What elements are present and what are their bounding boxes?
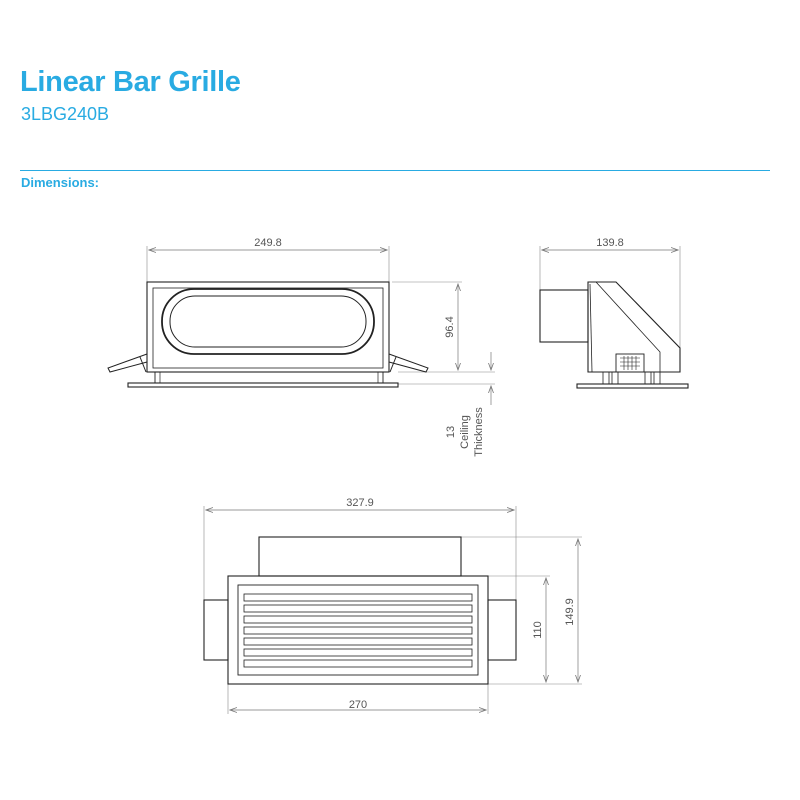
dim-face-height: 110 bbox=[532, 578, 546, 682]
svg-text:Ceiling: Ceiling bbox=[459, 415, 471, 449]
side-spigot bbox=[539, 289, 589, 343]
svg-text:327.9: 327.9 bbox=[346, 497, 374, 509]
svg-text:110: 110 bbox=[532, 621, 544, 639]
svg-text:96.4: 96.4 bbox=[444, 316, 456, 337]
section-heading: Dimensions: bbox=[21, 175, 100, 190]
svg-text:249.8: 249.8 bbox=[254, 237, 282, 249]
header-divider bbox=[20, 170, 770, 171]
svg-text:149.9: 149.9 bbox=[564, 598, 576, 626]
side-body bbox=[587, 281, 681, 373]
dim-face-width: 270 bbox=[230, 699, 486, 711]
page-title: Linear Bar Grille bbox=[20, 66, 241, 98]
grille-bars bbox=[243, 593, 473, 668]
right-clip bbox=[388, 353, 429, 373]
svg-text:Thickness: Thickness bbox=[473, 407, 485, 457]
dim-front-height: 96.4 bbox=[444, 284, 458, 370]
svg-text:13: 13 bbox=[445, 426, 457, 438]
front-flange bbox=[127, 382, 399, 388]
side-flange bbox=[576, 383, 689, 389]
left-clip bbox=[107, 353, 148, 373]
plan-view bbox=[203, 506, 582, 714]
dim-front-width: 249.8 bbox=[149, 237, 387, 250]
dim-overall-width: 327.9 bbox=[206, 497, 514, 510]
dim-overall-height: 149.9 bbox=[564, 539, 578, 682]
front-view bbox=[107, 246, 495, 388]
plan-plenum bbox=[258, 536, 462, 577]
grille-face bbox=[227, 575, 489, 685]
side-view bbox=[539, 246, 689, 389]
dim-side-depth: 139.8 bbox=[542, 237, 678, 250]
dim-ceiling-thickness: 13 Ceiling Thickness bbox=[445, 352, 491, 457]
model-number: 3LBG240B bbox=[21, 104, 110, 124]
plan-left-spigot bbox=[203, 599, 229, 661]
side-clip bbox=[615, 353, 645, 373]
svg-text:270: 270 bbox=[349, 699, 367, 711]
svg-text:139.8: 139.8 bbox=[596, 237, 624, 249]
oval-opening bbox=[161, 288, 375, 355]
plan-right-spigot bbox=[487, 599, 517, 661]
